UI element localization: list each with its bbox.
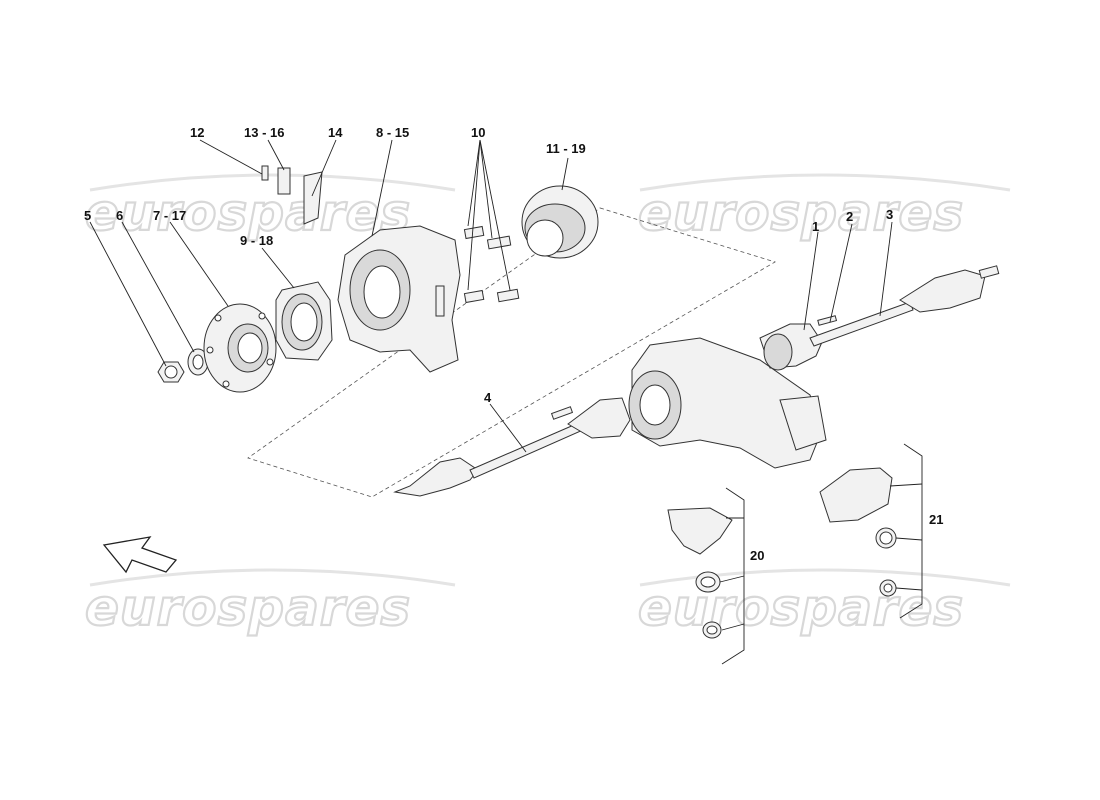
differential-housing	[628, 337, 827, 469]
drive-shaft-left-part-4	[393, 397, 631, 497]
boot-kit-21	[819, 443, 923, 619]
callout-12: 12	[190, 125, 204, 140]
callout-20: 20	[750, 548, 764, 563]
watermark-top-right: eurospares	[638, 184, 964, 242]
watermark-bottom-left: eurospares	[85, 579, 411, 637]
bearing-part-9-18	[275, 281, 333, 361]
drive-shaft-right-part-3	[759, 265, 1000, 369]
callout-11-19: 11 - 19	[546, 141, 586, 156]
boot-kit-20	[667, 487, 745, 665]
assembly-outline	[247, 207, 776, 498]
callout-1: 1	[812, 219, 819, 234]
callout-7-17: 7 - 17	[153, 208, 186, 223]
washer-part-6	[187, 348, 209, 376]
screw-part-12	[261, 165, 269, 181]
callout-5: 5	[84, 208, 91, 223]
bolts-part-10	[463, 225, 520, 304]
leader-lines	[89, 139, 923, 631]
callout-3: 3	[886, 207, 893, 222]
watermark-top-left: eurospares	[85, 184, 411, 242]
joint-part-1	[763, 333, 793, 371]
watermark-group: eurospares eurospares eurospares eurospa…	[84, 173, 1011, 638]
sensor-part-13-16	[277, 167, 291, 195]
callout-9-18: 9 - 18	[240, 233, 273, 248]
callout-14: 14	[328, 125, 343, 140]
tone-ring-part-11-19	[521, 185, 599, 259]
callout-4: 4	[484, 390, 492, 405]
callout-2: 2	[846, 209, 853, 224]
bracket-part-14	[303, 171, 323, 225]
callout-13-16: 13 - 16	[244, 125, 284, 140]
hub-carrier-part-8-15	[337, 225, 461, 373]
callout-6: 6	[116, 208, 123, 223]
direction-arrow-icon	[102, 536, 178, 574]
clamp-part-2	[817, 315, 838, 326]
callout-21: 21	[929, 512, 943, 527]
callout-8-15: 8 - 15	[376, 125, 409, 140]
callout-10: 10	[471, 125, 485, 140]
wheel-hub-part-7-17	[203, 303, 277, 393]
callout-labels: 12 13 - 16 14 8 - 15 10 11 - 19 5 6 7 - …	[84, 125, 943, 563]
nut-part-5	[157, 361, 185, 383]
